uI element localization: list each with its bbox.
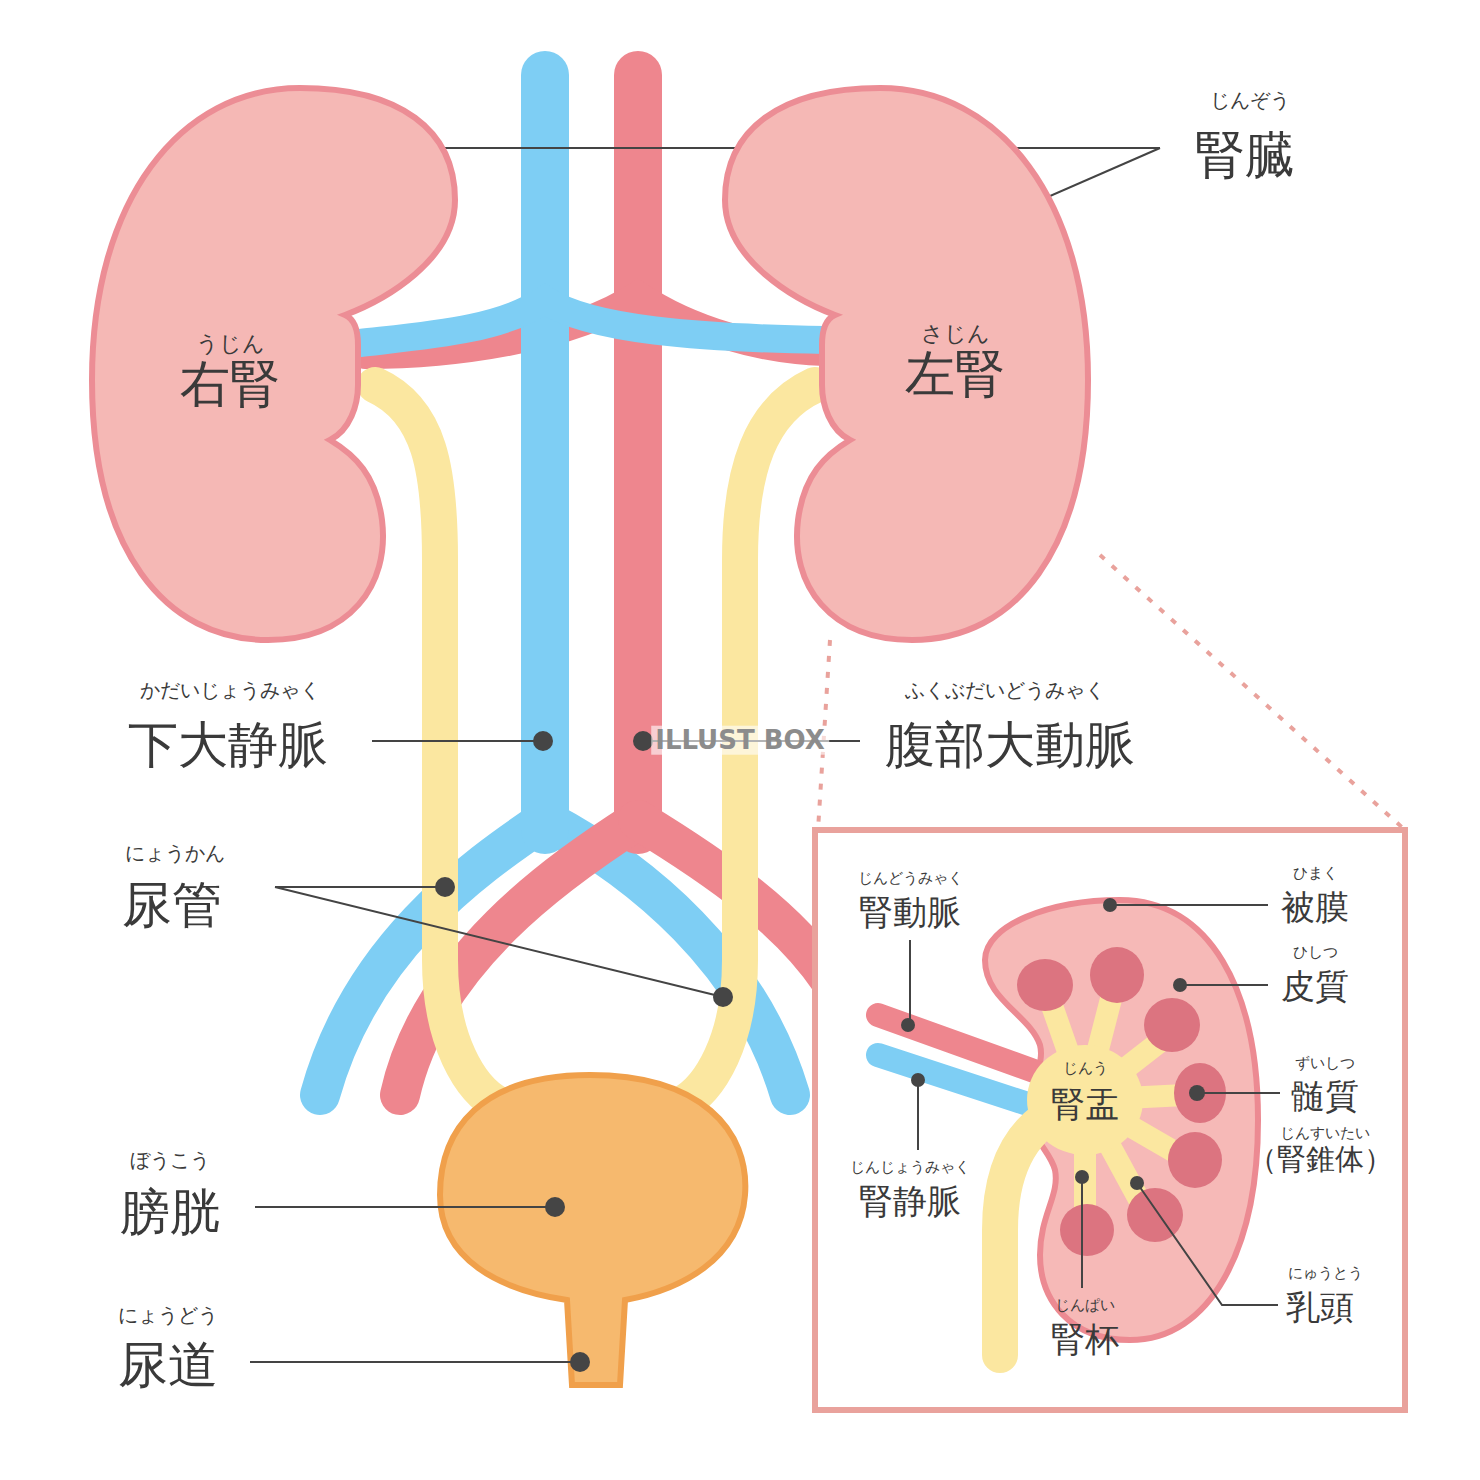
kidney: さじん左腎 xyxy=(717,82,1095,645)
watermark: ILLUST BOX xyxy=(651,726,829,755)
reading-ruby: ひまく xyxy=(1293,865,1338,882)
organ-name: 左腎 xyxy=(905,346,1005,404)
reading-ruby: うじん xyxy=(180,331,280,356)
part-label: （腎錐体） xyxy=(1248,1144,1393,1176)
part-label: 腎静脈 xyxy=(859,1183,961,1220)
reading-ruby: じんすいたい xyxy=(1280,1125,1370,1142)
ureter xyxy=(1000,1110,1060,1355)
reading-ruby: じんぱい xyxy=(1055,1297,1115,1314)
reading-ruby: じんぞう xyxy=(1210,89,1290,111)
reading-ruby: かだいじょうみゃく xyxy=(140,679,320,701)
zoom-line xyxy=(1100,555,1405,830)
kidney-label: さじん左腎 xyxy=(905,321,1005,404)
part-label: 膀胱 xyxy=(120,1185,220,1240)
part-label: 被膜 xyxy=(1281,889,1349,926)
leader-lines xyxy=(250,148,1280,1362)
renal-vein xyxy=(360,300,825,343)
kidney-label: うじん右腎 xyxy=(180,331,280,414)
ureter xyxy=(375,385,500,1105)
part-label: 髄質 xyxy=(1291,1078,1359,1115)
part-label: 下大静脈 xyxy=(128,718,328,773)
kidney-shape xyxy=(725,88,1088,640)
reading-ruby: さじん xyxy=(905,321,1005,346)
reading-ruby: じんどうみゃく xyxy=(858,870,963,887)
part-label: 腎杯 xyxy=(1051,1321,1119,1358)
reading-ruby: にゅうとう xyxy=(1288,1265,1363,1282)
reading-ruby: ずいしつ xyxy=(1295,1055,1355,1072)
reading-ruby: じんじょうみゃく xyxy=(850,1159,970,1176)
organ-name: 右腎 xyxy=(180,356,280,414)
part-label: 腎臓 xyxy=(1195,128,1295,183)
bladder xyxy=(440,1075,745,1385)
kidney: うじん右腎 xyxy=(85,82,463,645)
part-label: 尿管 xyxy=(122,878,222,933)
kidney-shape xyxy=(92,88,455,640)
aorta xyxy=(614,75,662,830)
part-label: 尿道 xyxy=(118,1338,218,1393)
part-label: 乳頭 xyxy=(1286,1289,1354,1326)
reading-ruby: じんう xyxy=(1063,1060,1108,1077)
inset-frame xyxy=(815,830,1405,1410)
part-label: 腹部大動脈 xyxy=(885,718,1135,773)
part-label: 腎動脈 xyxy=(859,894,961,931)
reading-ruby: ふくぶだいどうみゃく xyxy=(905,679,1105,701)
part-label: 皮質 xyxy=(1281,968,1349,1005)
renal-pyramids xyxy=(1017,947,1226,1256)
reading-ruby: ひしつ xyxy=(1293,944,1338,961)
part-label: 腎盂 xyxy=(1051,1086,1119,1123)
reading-ruby: にょうどう xyxy=(118,1304,218,1326)
reading-ruby: にょうかん xyxy=(125,842,225,864)
vena-cava xyxy=(521,75,569,830)
renal-vein xyxy=(878,1055,1040,1108)
renal-pelvis xyxy=(1027,1045,1143,1155)
reading-ruby: ぼうこう xyxy=(130,1149,210,1171)
